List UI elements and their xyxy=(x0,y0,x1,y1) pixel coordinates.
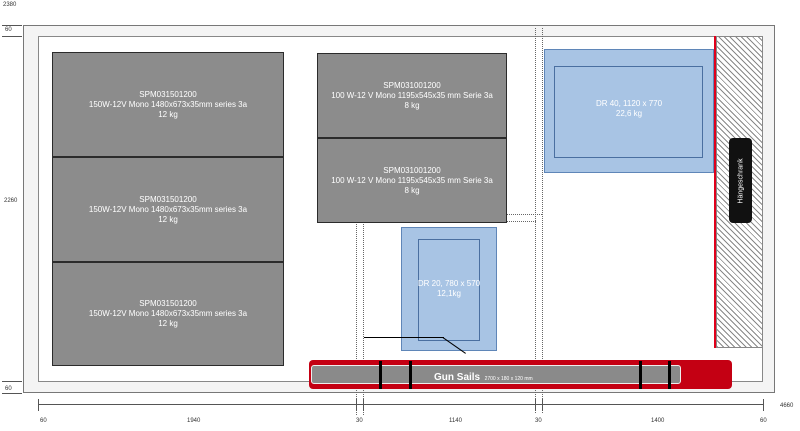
strap xyxy=(639,361,642,389)
dim-bottom-gap-2: 30 xyxy=(535,418,542,424)
leader-line xyxy=(364,337,444,338)
solar-panel-150w: SPM031501200 150W-12V Mono 1480x673x35mm… xyxy=(52,157,284,262)
solar-panel-150w: SPM031501200 150W-12V Mono 1480x673x35mm… xyxy=(52,52,284,157)
guide-line xyxy=(356,215,357,415)
dr20-label: DR 20, 780 x 570 12,1kg xyxy=(401,279,497,299)
dim-tick xyxy=(38,399,39,411)
dim-bottom-left-margin: 60 xyxy=(40,418,47,424)
gun-sails-title: Gun Sails xyxy=(434,372,481,383)
panel-weight: 8 kg xyxy=(404,185,420,195)
cabinet-block: Hängeschrank xyxy=(729,138,752,223)
bottom-dimension-line xyxy=(38,404,763,405)
solar-panel-100w: SPM031001200 100 W-12 V Mono 1195x545x35… xyxy=(317,138,507,223)
dim-tick xyxy=(356,399,357,411)
cabinet-label: Hängeschrank xyxy=(737,157,744,204)
red-edge-line xyxy=(714,36,716,348)
gun-sails-size: 2700 x 180 x 120 mm xyxy=(484,376,533,382)
panel-weight: 12 kg xyxy=(158,214,178,224)
dim-bottom-panels: 1940 xyxy=(187,418,201,424)
solar-panel-100w: SPM031001200 100 W-12 V Mono 1195x545x35… xyxy=(317,53,507,138)
panel-model: SPM031501200 xyxy=(139,299,197,308)
panel-weight: 12 kg xyxy=(158,319,178,328)
strap xyxy=(379,361,382,389)
panel-spec: 100 W-12 V Mono 1195x545x35 mm Serie 3a xyxy=(331,175,493,185)
solar-panel-150w: SPM031501200 150W-12V Mono 1480x673x35mm… xyxy=(52,262,284,366)
panel-spec: 150W-12V Mono 1480x673x35mm series 3a xyxy=(88,99,248,109)
dim-tick xyxy=(363,399,364,411)
dimension-bottom-margin: 60 xyxy=(5,386,12,392)
dr40-inner-outline xyxy=(554,66,703,158)
dr40-label: DR 40, 1120 x 770 22,6 kg xyxy=(544,99,714,119)
dr40-box xyxy=(544,49,714,173)
dr20-name: DR 20, 780 x 570 xyxy=(417,279,481,288)
dimension-total-height: 2380 xyxy=(3,2,17,8)
dim-bottom-gap-1: 30 xyxy=(356,418,363,424)
strap xyxy=(668,361,671,389)
panel-weight: 12 kg xyxy=(158,109,178,119)
dr20-box xyxy=(401,227,497,351)
panel-model: SPM031001200 xyxy=(383,165,441,175)
panel-model: SPM031501200 xyxy=(139,89,197,99)
dim-tick xyxy=(535,399,536,411)
dimension-top-margin: 60 xyxy=(5,27,12,33)
guide-line xyxy=(535,28,536,413)
guide-line xyxy=(363,215,364,415)
dim-tick xyxy=(542,399,543,411)
panel-model: SPM031501200 xyxy=(139,194,197,204)
dr40-name: DR 40, 1120 x 770 xyxy=(595,99,663,108)
strap xyxy=(409,361,412,389)
dim-tick xyxy=(2,36,22,37)
gun-sails-inner xyxy=(311,365,681,384)
dim-tick xyxy=(2,25,22,26)
panel-spec: 100 W-12 V Mono 1195x545x35 mm Serie 3a xyxy=(331,90,493,100)
gun-sails-label: Gun Sails 2700 x 180 x 120 mm xyxy=(434,367,533,385)
dim-bottom-right-margin: 60 xyxy=(760,418,767,424)
guide-line xyxy=(542,28,543,413)
dr40-weight: 22,6 kg xyxy=(615,109,643,118)
dimension-inner-height: 2260 xyxy=(4,198,18,204)
dim-bottom-right-section: 1400 xyxy=(651,418,665,424)
panel-weight: 8 kg xyxy=(404,100,420,110)
dim-tick xyxy=(2,393,22,394)
panel-model: SPM031001200 xyxy=(383,80,441,90)
dimension-total-length: 4660 xyxy=(780,403,794,409)
dim-bottom-middle: 1140 xyxy=(449,418,462,424)
dim-tick xyxy=(2,381,22,382)
dr20-weight: 12,1kg xyxy=(436,289,462,298)
panel-spec: 150W-12V Mono 1480x673x35mm series 3a xyxy=(88,204,248,214)
panel-spec: 150W-12V Mono 1480x673x35mm series 3a xyxy=(88,309,248,318)
dim-tick xyxy=(763,399,764,411)
